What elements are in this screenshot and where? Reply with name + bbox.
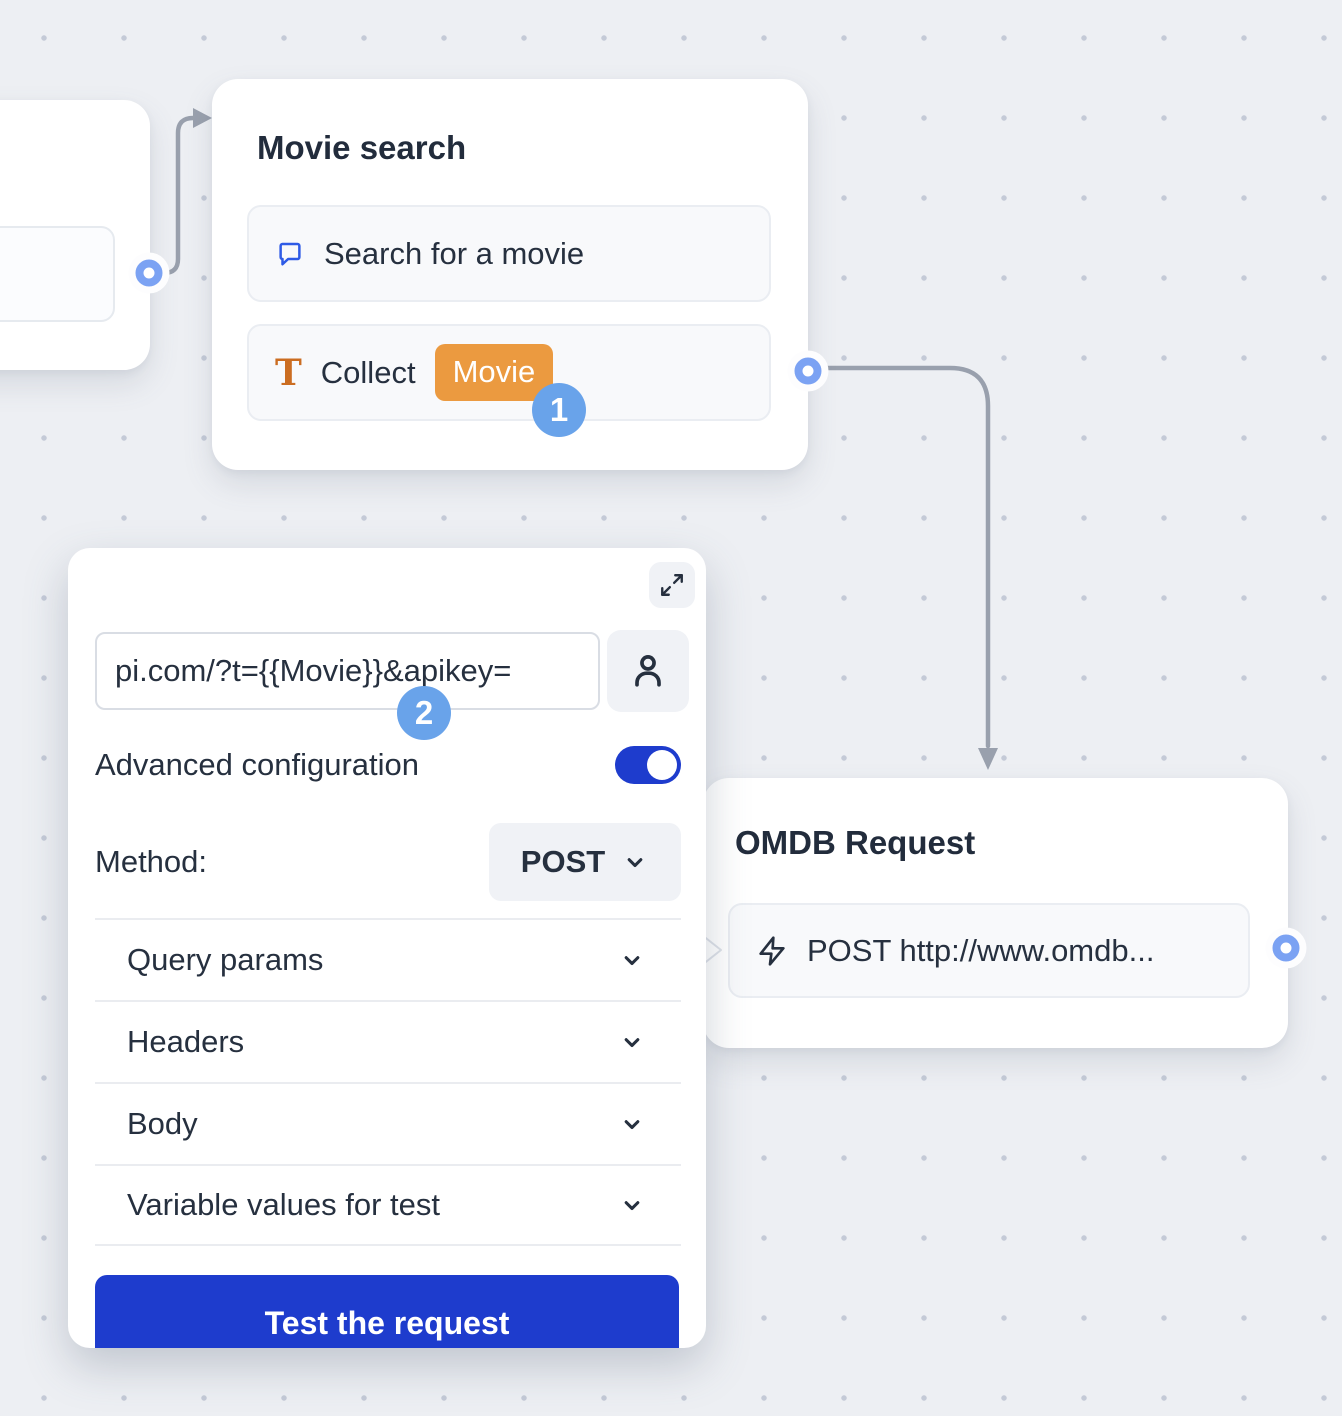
expand-button[interactable] — [649, 562, 695, 608]
advanced-configuration-toggle[interactable] — [615, 746, 681, 784]
section-label: Body — [127, 1106, 198, 1141]
person-variable-button[interactable] — [607, 630, 689, 712]
variable-chip-movie: Movie — [434, 344, 554, 401]
chevron-down-icon — [627, 858, 643, 868]
node-movie-search[interactable]: Movie search Search for a movie T Collec… — [212, 79, 808, 470]
url-input[interactable] — [95, 632, 600, 710]
advanced-configuration-label: Advanced configuration — [95, 747, 420, 782]
lightning-icon — [759, 935, 785, 966]
section-query-params[interactable]: Query params — [95, 918, 681, 1000]
toggle-knob — [647, 750, 677, 780]
node-title: Movie search — [257, 129, 467, 166]
chat-bubble-icon — [279, 242, 301, 265]
section-body[interactable]: Body — [95, 1082, 681, 1164]
section-headers[interactable]: Headers — [95, 1000, 681, 1082]
method-label: Method: — [95, 844, 208, 879]
config-sections: Query params Headers Body Variable value… — [95, 918, 681, 1246]
chevron-down-icon — [624, 1120, 640, 1130]
section-label: Variable values for test — [127, 1187, 441, 1222]
node-item-label: Collect — [320, 354, 416, 390]
node-item-search-for-movie[interactable]: Search for a movie — [247, 205, 771, 302]
output-port-omdb-request[interactable] — [1272, 934, 1300, 962]
step-badge-1: 1 — [532, 383, 586, 437]
partial-node-item-row[interactable] — [0, 226, 115, 322]
expand-icon — [661, 574, 683, 596]
section-label: Headers — [127, 1024, 245, 1059]
person-icon — [635, 655, 661, 687]
node-omdb-request[interactable]: OMDB Request POST http://www.omdb... — [703, 778, 1288, 1048]
output-port-movie-search[interactable] — [794, 357, 822, 385]
text-input-icon: T — [275, 351, 302, 394]
node-item-collect-movie[interactable]: T Collect Movie — [247, 324, 771, 421]
node-item-post-request[interactable]: POST http://www.omdb... — [728, 903, 1250, 998]
webhook-config-panel: Advanced configuration Method: POST Quer… — [68, 548, 706, 1348]
output-port-partial-card[interactable] — [135, 259, 163, 287]
chevron-down-icon — [624, 1201, 640, 1211]
section-variable-values[interactable]: Variable values for test — [95, 1164, 681, 1246]
test-request-button-label: Test the request — [264, 1304, 510, 1341]
node-item-label: Search for a movie — [324, 235, 585, 271]
method-dropdown[interactable]: POST — [489, 823, 681, 901]
node-title: OMDB Request — [735, 824, 976, 861]
step-badge-2: 2 — [397, 686, 451, 740]
test-request-button[interactable]: Test the request — [95, 1275, 679, 1348]
section-label: Query params — [127, 942, 324, 977]
chevron-down-icon — [624, 1038, 640, 1048]
node-item-label: POST http://www.omdb... — [807, 932, 1155, 968]
method-value: POST — [520, 844, 606, 879]
input-port-notch — [701, 934, 722, 966]
chevron-down-icon — [624, 956, 640, 966]
